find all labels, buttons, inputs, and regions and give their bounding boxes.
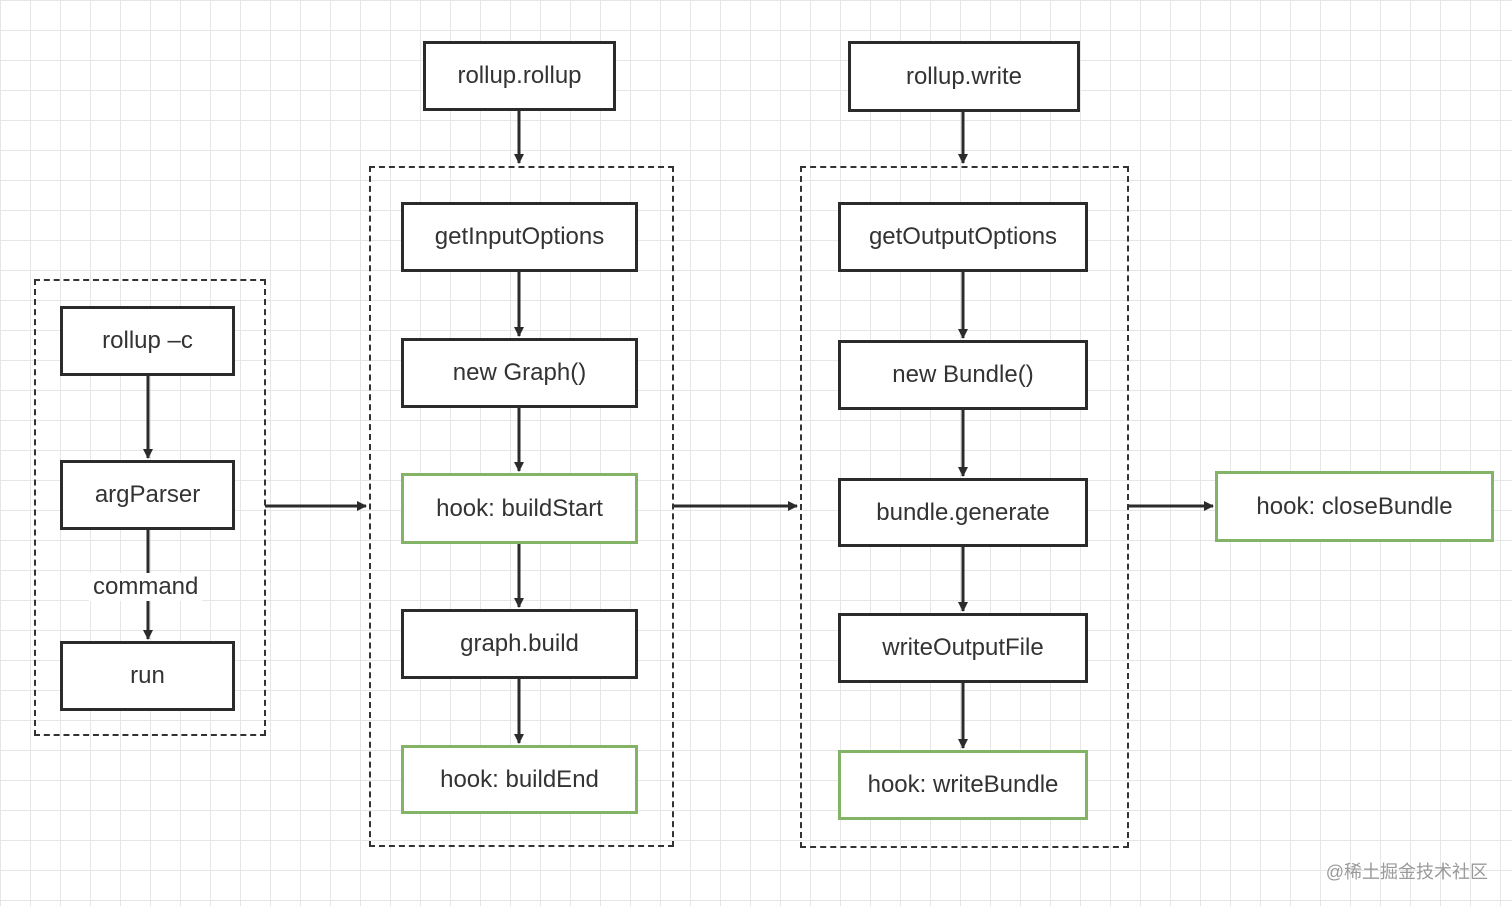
rollup-rollup-node: rollup.rollup bbox=[423, 41, 616, 111]
write-output-file-node: writeOutputFile bbox=[838, 613, 1088, 683]
watermark: @稀土掘金技术社区 bbox=[1325, 862, 1488, 882]
argparser-node: argParser bbox=[60, 460, 235, 530]
write-group bbox=[800, 166, 1129, 848]
get-input-options-node: getInputOptions bbox=[401, 202, 638, 272]
graph-build-node: graph.build bbox=[401, 609, 638, 679]
hook-build-end-node: hook: buildEnd bbox=[401, 745, 638, 814]
get-output-options-node: getOutputOptions bbox=[838, 202, 1088, 272]
run-node: run bbox=[60, 641, 235, 711]
new-bundle-node: new Bundle() bbox=[838, 340, 1088, 410]
rollup-write-node: rollup.write bbox=[848, 41, 1080, 112]
hook-write-bundle-node: hook: writeBundle bbox=[838, 750, 1088, 820]
rollup-group bbox=[369, 166, 674, 847]
hook-close-bundle-node: hook: closeBundle bbox=[1215, 471, 1494, 542]
command-edge-label: command bbox=[89, 573, 203, 601]
cli-group bbox=[34, 279, 266, 736]
rollup-c-node: rollup –c bbox=[60, 306, 235, 376]
hook-build-start-node: hook: buildStart bbox=[401, 473, 638, 544]
bundle-generate-node: bundle.generate bbox=[838, 478, 1088, 547]
new-graph-node: new Graph() bbox=[401, 338, 638, 408]
